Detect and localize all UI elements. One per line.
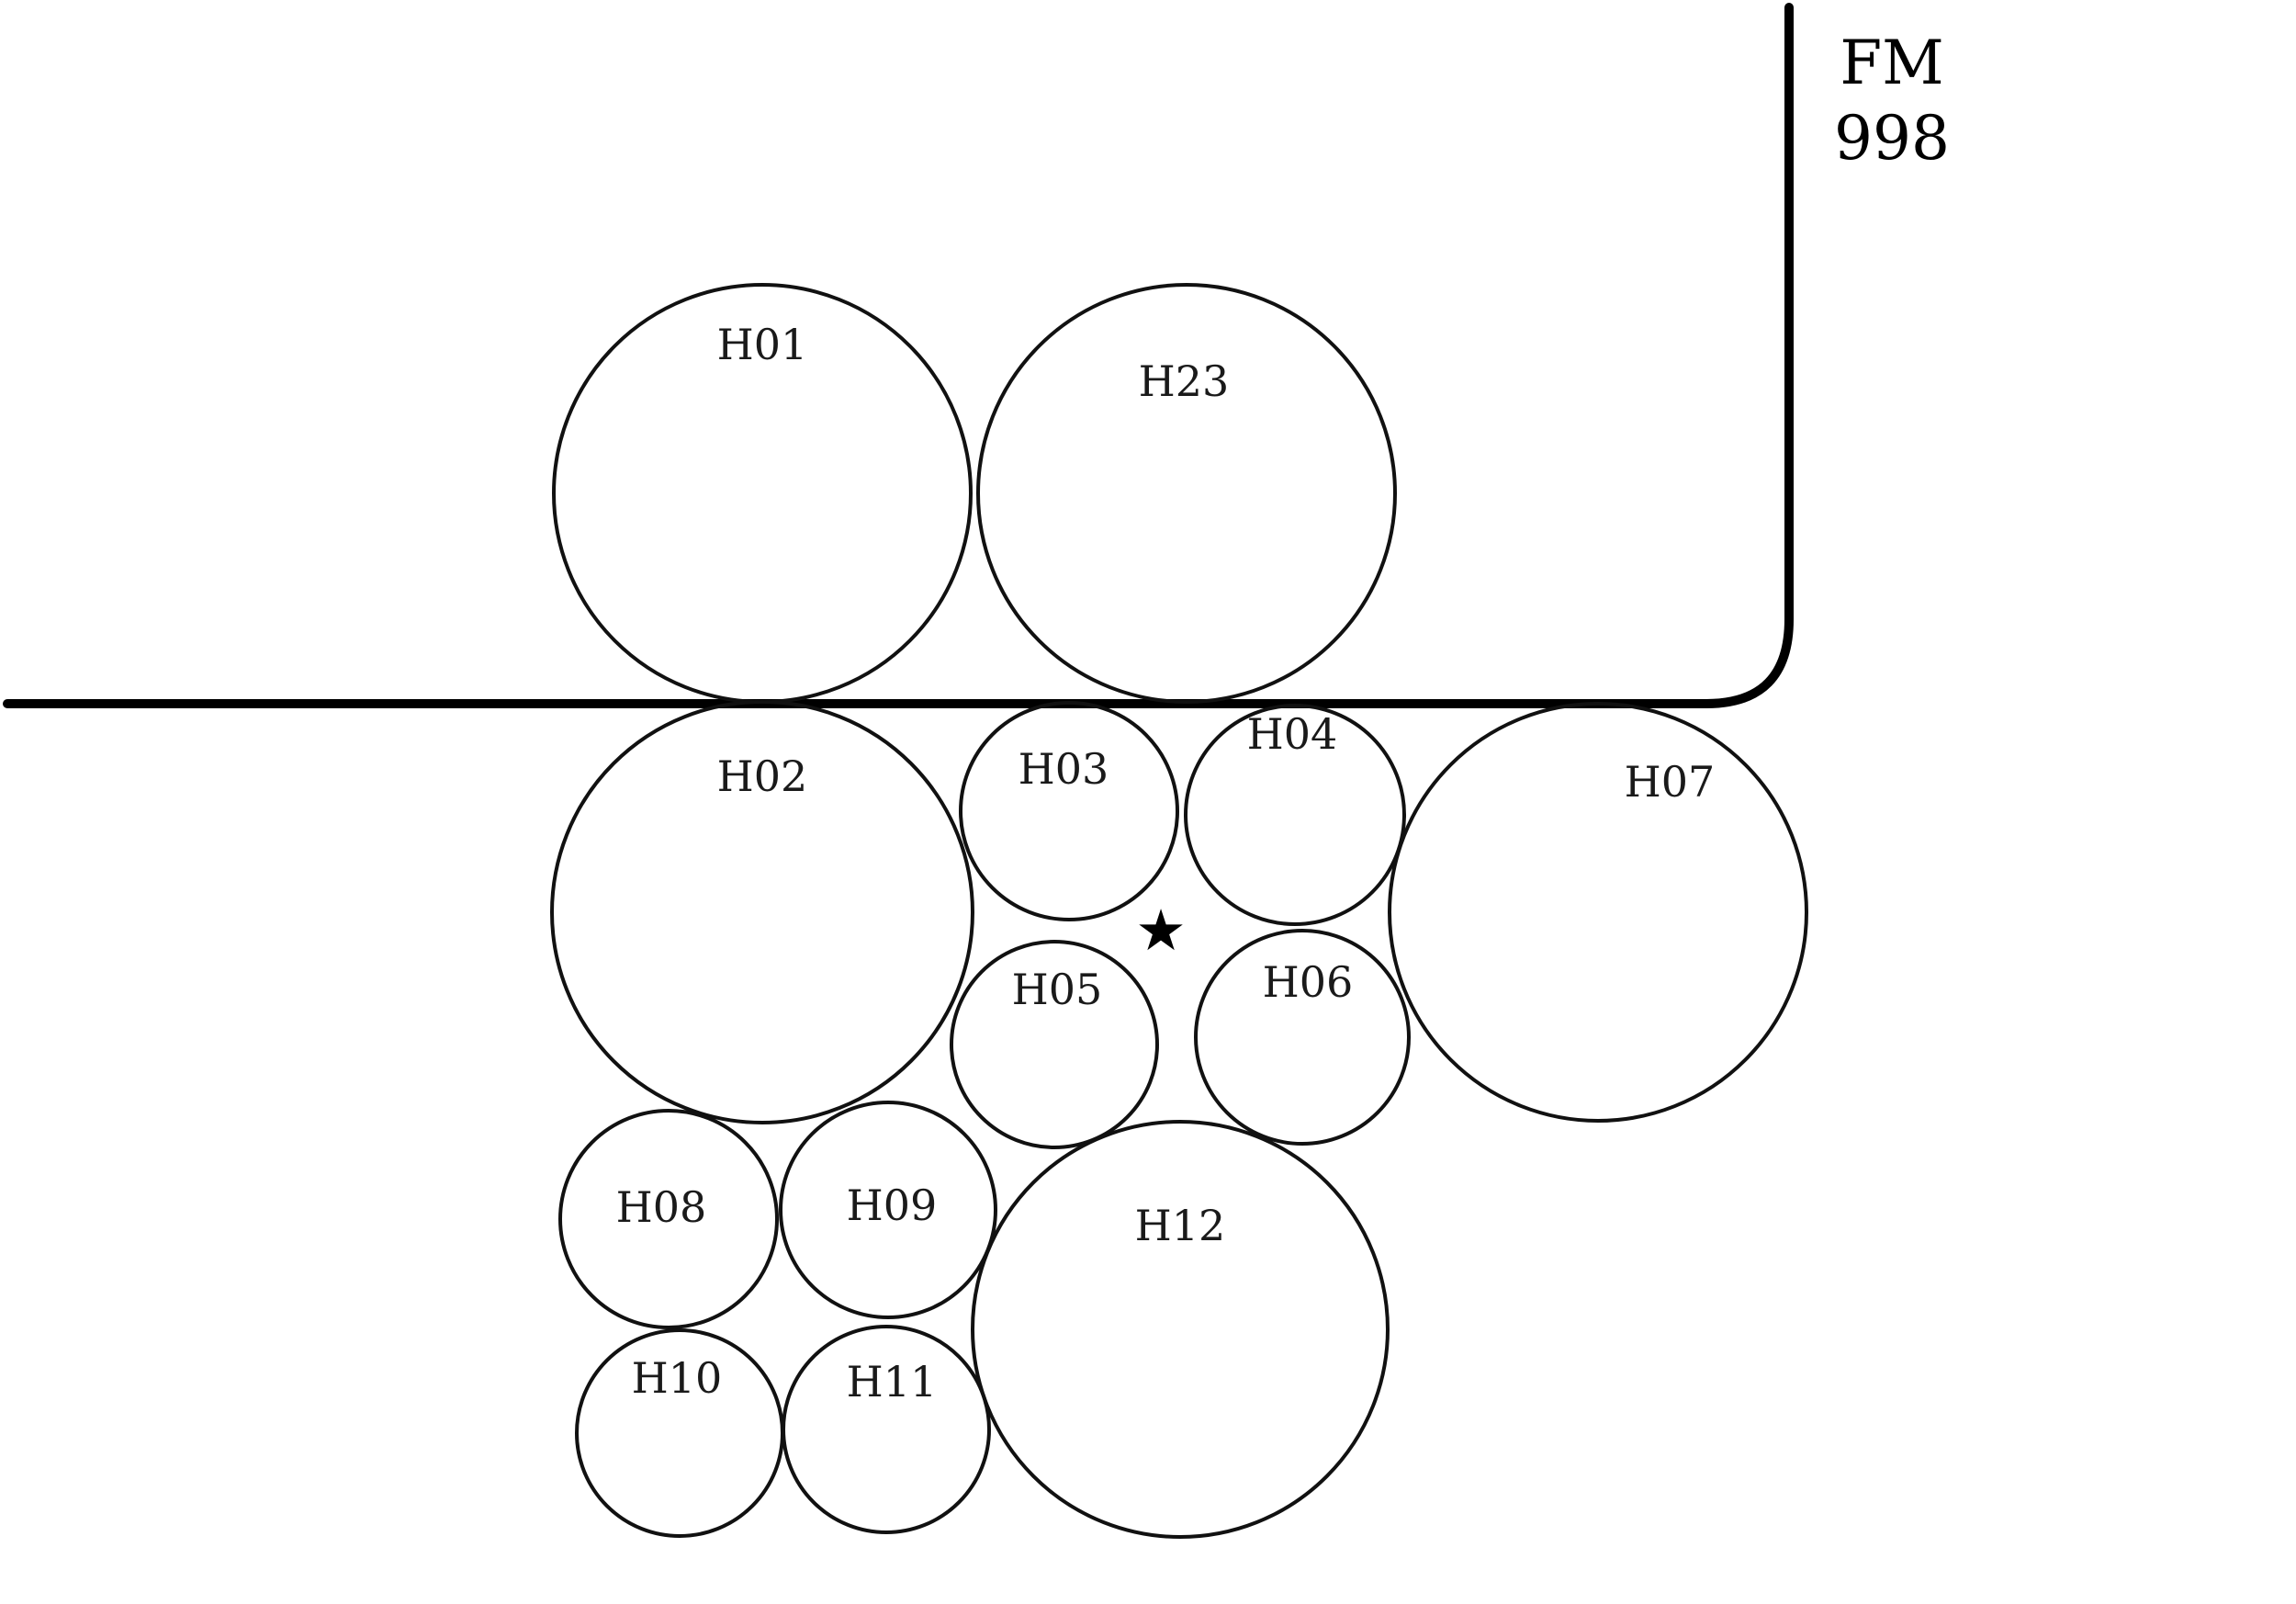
plot-label: H09 xyxy=(847,1180,938,1230)
plot-label: H10 xyxy=(632,1353,723,1403)
plot-H23[interactable]: H23 xyxy=(976,283,1397,704)
plot-circle xyxy=(782,1325,991,1534)
plot-label: H05 xyxy=(1012,965,1103,1014)
plot-H04[interactable]: H04 xyxy=(1184,704,1406,926)
plot-label: H07 xyxy=(1625,757,1716,807)
plot-circle xyxy=(959,701,1179,921)
plot-label: H23 xyxy=(1139,356,1230,406)
road-name-line1: FM xyxy=(1840,28,1943,98)
plot-label: H01 xyxy=(717,320,808,369)
plot-H06[interactable]: H06 xyxy=(1194,929,1411,1146)
plot-H01[interactable]: H01 xyxy=(552,283,973,704)
plot-H05[interactable]: H05 xyxy=(950,940,1159,1149)
plot-H08[interactable]: H08 xyxy=(558,1109,779,1329)
plot-H02[interactable]: H02 xyxy=(550,700,974,1124)
plot-H07[interactable]: H07 xyxy=(1388,702,1808,1123)
plot-circle xyxy=(1184,704,1406,926)
plot-label: H02 xyxy=(717,751,808,801)
plot-circle xyxy=(1388,702,1808,1123)
plot-label: H08 xyxy=(616,1182,707,1232)
plot-label: H03 xyxy=(1019,744,1109,794)
plot-H09[interactable]: H09 xyxy=(779,1101,997,1319)
plot-H03[interactable]: H03 xyxy=(959,701,1179,921)
road-name-line2: 998 xyxy=(1834,103,1950,174)
plot-circle xyxy=(971,1120,1390,1539)
plot-circle xyxy=(1194,929,1411,1146)
plot-H11[interactable]: H11 xyxy=(782,1325,991,1534)
plot-H12[interactable]: H12 xyxy=(971,1120,1390,1539)
road-line xyxy=(3,3,1794,708)
plot-label: H04 xyxy=(1247,709,1338,759)
star-marker-icon: ★ xyxy=(1135,897,1187,964)
plot-circle xyxy=(558,1109,779,1329)
plot-circle xyxy=(976,283,1397,704)
plot-circle xyxy=(779,1101,997,1319)
plot-label: H11 xyxy=(847,1357,938,1406)
plot-circle xyxy=(550,700,974,1124)
plot-label: H12 xyxy=(1135,1201,1226,1250)
plot-label: H06 xyxy=(1263,957,1354,1007)
plot-H10[interactable]: H10 xyxy=(575,1328,784,1538)
plot-circle xyxy=(950,940,1159,1149)
